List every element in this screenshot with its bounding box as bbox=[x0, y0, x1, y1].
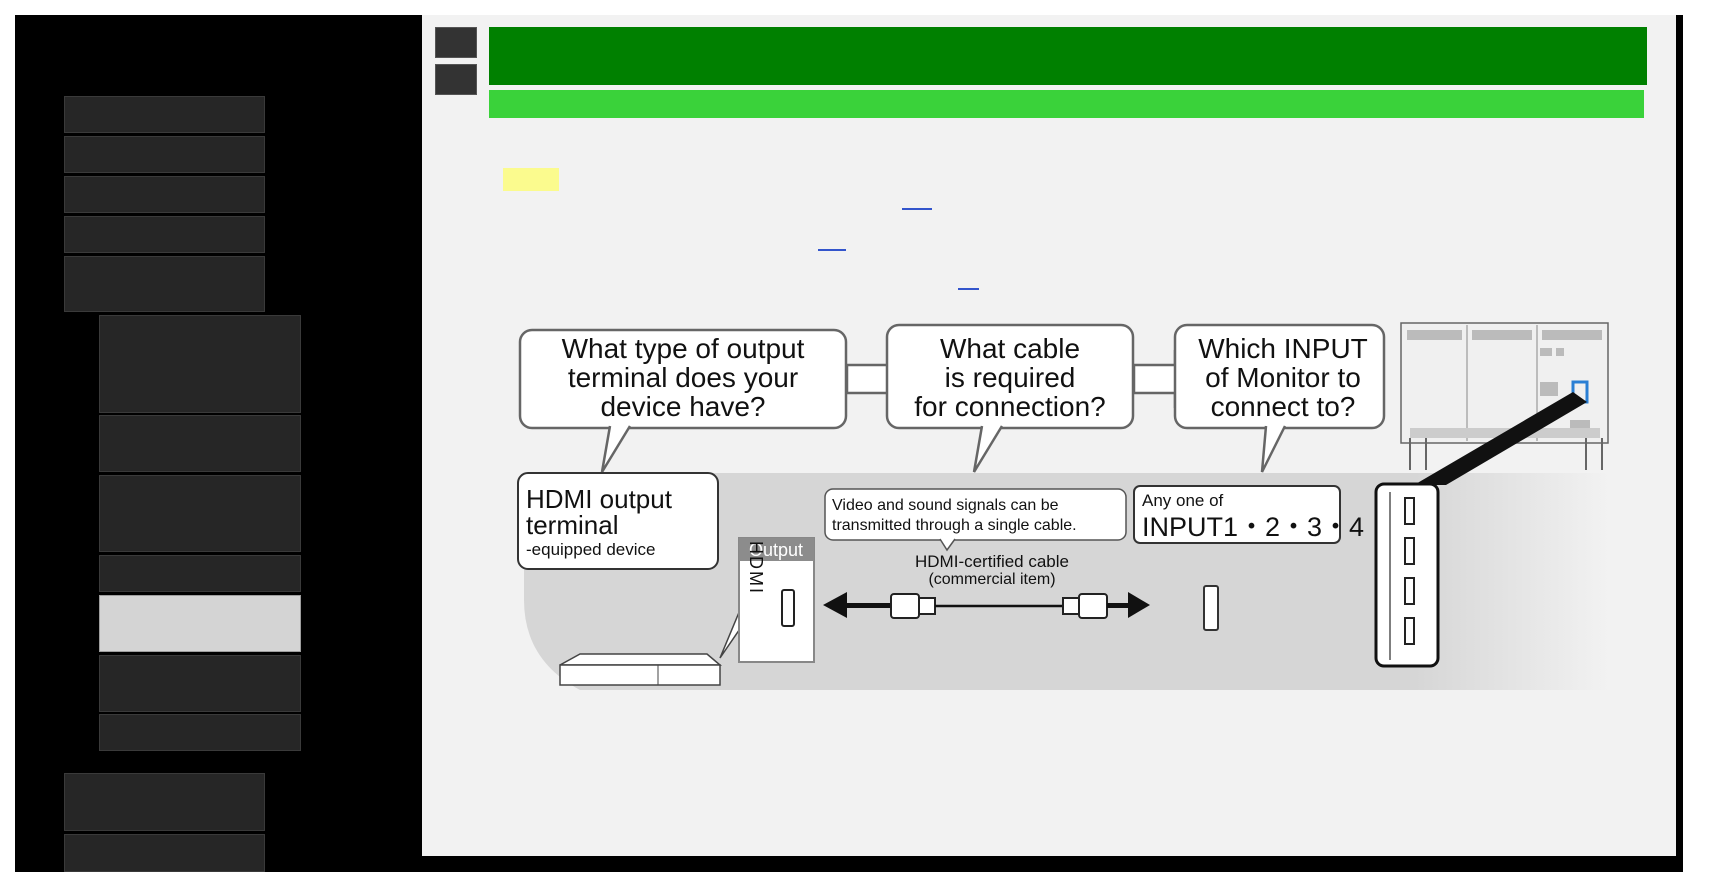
output-panel: Output HDMI bbox=[738, 537, 815, 663]
signal-note-line-1: Video and sound signals can be bbox=[832, 497, 1059, 514]
nav-item-3[interactable] bbox=[64, 176, 265, 213]
device-label-box: HDMI output terminal -equipped device bbox=[517, 472, 719, 570]
cable-name: HDMI-certified cable bbox=[915, 552, 1069, 571]
q3-line-1: Which INPUT bbox=[1198, 333, 1368, 364]
toolbar-button-1[interactable] bbox=[435, 27, 477, 58]
monitor-port-panel bbox=[1374, 482, 1440, 668]
reference-link-1[interactable] bbox=[902, 208, 932, 210]
input-label-box: Any one of INPUT1・2・3・4 bbox=[1133, 485, 1364, 544]
device-title-line-2: terminal bbox=[526, 510, 618, 540]
subnav-item-3[interactable] bbox=[99, 475, 301, 552]
q1-line-3: device have? bbox=[600, 391, 765, 422]
nav-item-2[interactable] bbox=[64, 136, 265, 173]
zoom-connector bbox=[1414, 392, 1587, 485]
subnav-item-4[interactable] bbox=[99, 555, 301, 592]
q2-line-3: for connection? bbox=[914, 391, 1105, 422]
hdmi-vertical-label: HDMI bbox=[746, 541, 766, 595]
player-device-icon bbox=[559, 653, 723, 686]
q2-line-2: is required bbox=[945, 362, 1076, 393]
hdmi-cable-illustration bbox=[823, 592, 1150, 619]
signal-note-line-2: transmitted through a single cable. bbox=[832, 517, 1077, 534]
bottom-bar bbox=[422, 856, 1676, 872]
toolbar-button-2[interactable] bbox=[435, 64, 477, 95]
subnav-item-1[interactable] bbox=[99, 315, 301, 413]
nav-item-4[interactable] bbox=[64, 216, 265, 253]
device-subtitle: -equipped device bbox=[526, 540, 655, 559]
page-subtitle-bar bbox=[489, 90, 1644, 118]
input-prefix: Any one of bbox=[1142, 491, 1224, 510]
nav-item-6[interactable] bbox=[64, 773, 265, 831]
note-highlight bbox=[503, 168, 559, 191]
output-label: Output bbox=[749, 540, 803, 560]
reference-link-2[interactable] bbox=[818, 249, 846, 251]
arrow-right-icon bbox=[1128, 592, 1150, 618]
nav-item-5[interactable] bbox=[64, 256, 265, 312]
q3-line-2: of Monitor to bbox=[1205, 362, 1361, 393]
sidebar bbox=[15, 15, 418, 872]
question-bubble-cable: What cable is required for connection? bbox=[885, 323, 1135, 473]
subnav-item-6[interactable] bbox=[99, 655, 301, 712]
monitor-hdmi-port-icon bbox=[1203, 585, 1219, 631]
question-bubble-output-type: What type of output terminal does your d… bbox=[518, 328, 848, 473]
hdmi-port-icon bbox=[781, 589, 795, 627]
q1-line-1: What type of output bbox=[562, 333, 805, 364]
signal-note-bubble: Video and sound signals can be transmitt… bbox=[824, 488, 1127, 552]
q3-line-3: connect to? bbox=[1211, 391, 1356, 422]
q1-line-2: terminal does your bbox=[568, 362, 798, 393]
subnav-item-2[interactable] bbox=[99, 415, 301, 472]
device-title-line-1: HDMI output bbox=[526, 484, 673, 514]
input-list: INPUT1・2・3・4 bbox=[1142, 512, 1364, 542]
q2-line-1: What cable bbox=[940, 333, 1080, 364]
question-bubble-input: Which INPUT of Monitor to connect to? bbox=[1173, 323, 1386, 473]
cable-subtitle: (commercial item) bbox=[928, 571, 1055, 588]
arrow-left-icon bbox=[823, 592, 847, 618]
subnav-item-active[interactable] bbox=[99, 595, 301, 652]
page-title-bar bbox=[489, 27, 1647, 85]
nav-item-7[interactable] bbox=[64, 834, 265, 872]
subnav-item-7[interactable] bbox=[99, 714, 301, 751]
connection-diagram: What type of output terminal does your d… bbox=[517, 322, 1610, 690]
reference-link-3[interactable] bbox=[958, 288, 979, 290]
nav-item-1[interactable] bbox=[64, 96, 265, 133]
